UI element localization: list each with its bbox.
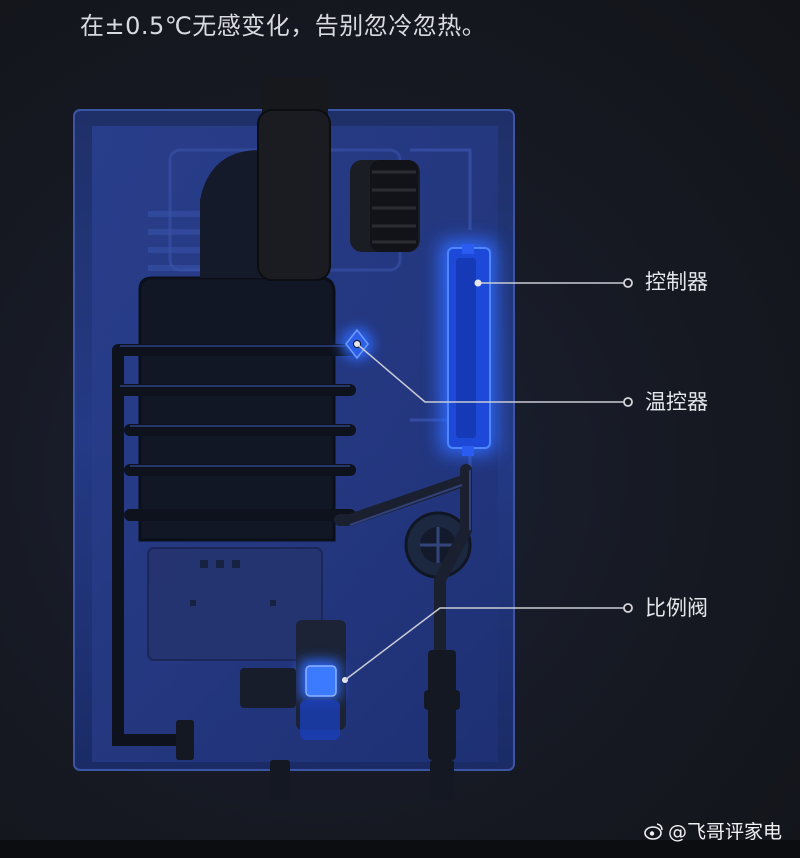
inlet-fittings — [176, 650, 460, 800]
weibo-icon — [644, 822, 663, 840]
bottom-strip — [0, 840, 800, 858]
controller-marker — [623, 278, 633, 288]
valve-marker — [623, 603, 633, 613]
heat-exchanger — [138, 276, 336, 542]
callout-lines — [344, 282, 625, 681]
thermostat-marker — [623, 397, 633, 407]
controller-glow — [440, 240, 496, 456]
watermark: @飞哥评家电 — [644, 817, 782, 844]
headline-caption: 在±0.5℃无感变化，告别忽冷忽热。 — [80, 12, 487, 40]
callout-controller: 控制器 — [645, 270, 708, 294]
coil-pipes — [112, 344, 356, 746]
control-panel-box — [147, 547, 323, 661]
callout-proportional-valve: 比例阀 — [645, 596, 708, 620]
flue-outlet — [262, 78, 328, 118]
fan-motor — [350, 160, 420, 252]
callout-thermostat: 温控器 — [645, 390, 708, 414]
fan-housing — [257, 109, 331, 281]
watermark-text: @飞哥评家电 — [667, 821, 782, 843]
proportional-valve-glow — [240, 620, 348, 740]
